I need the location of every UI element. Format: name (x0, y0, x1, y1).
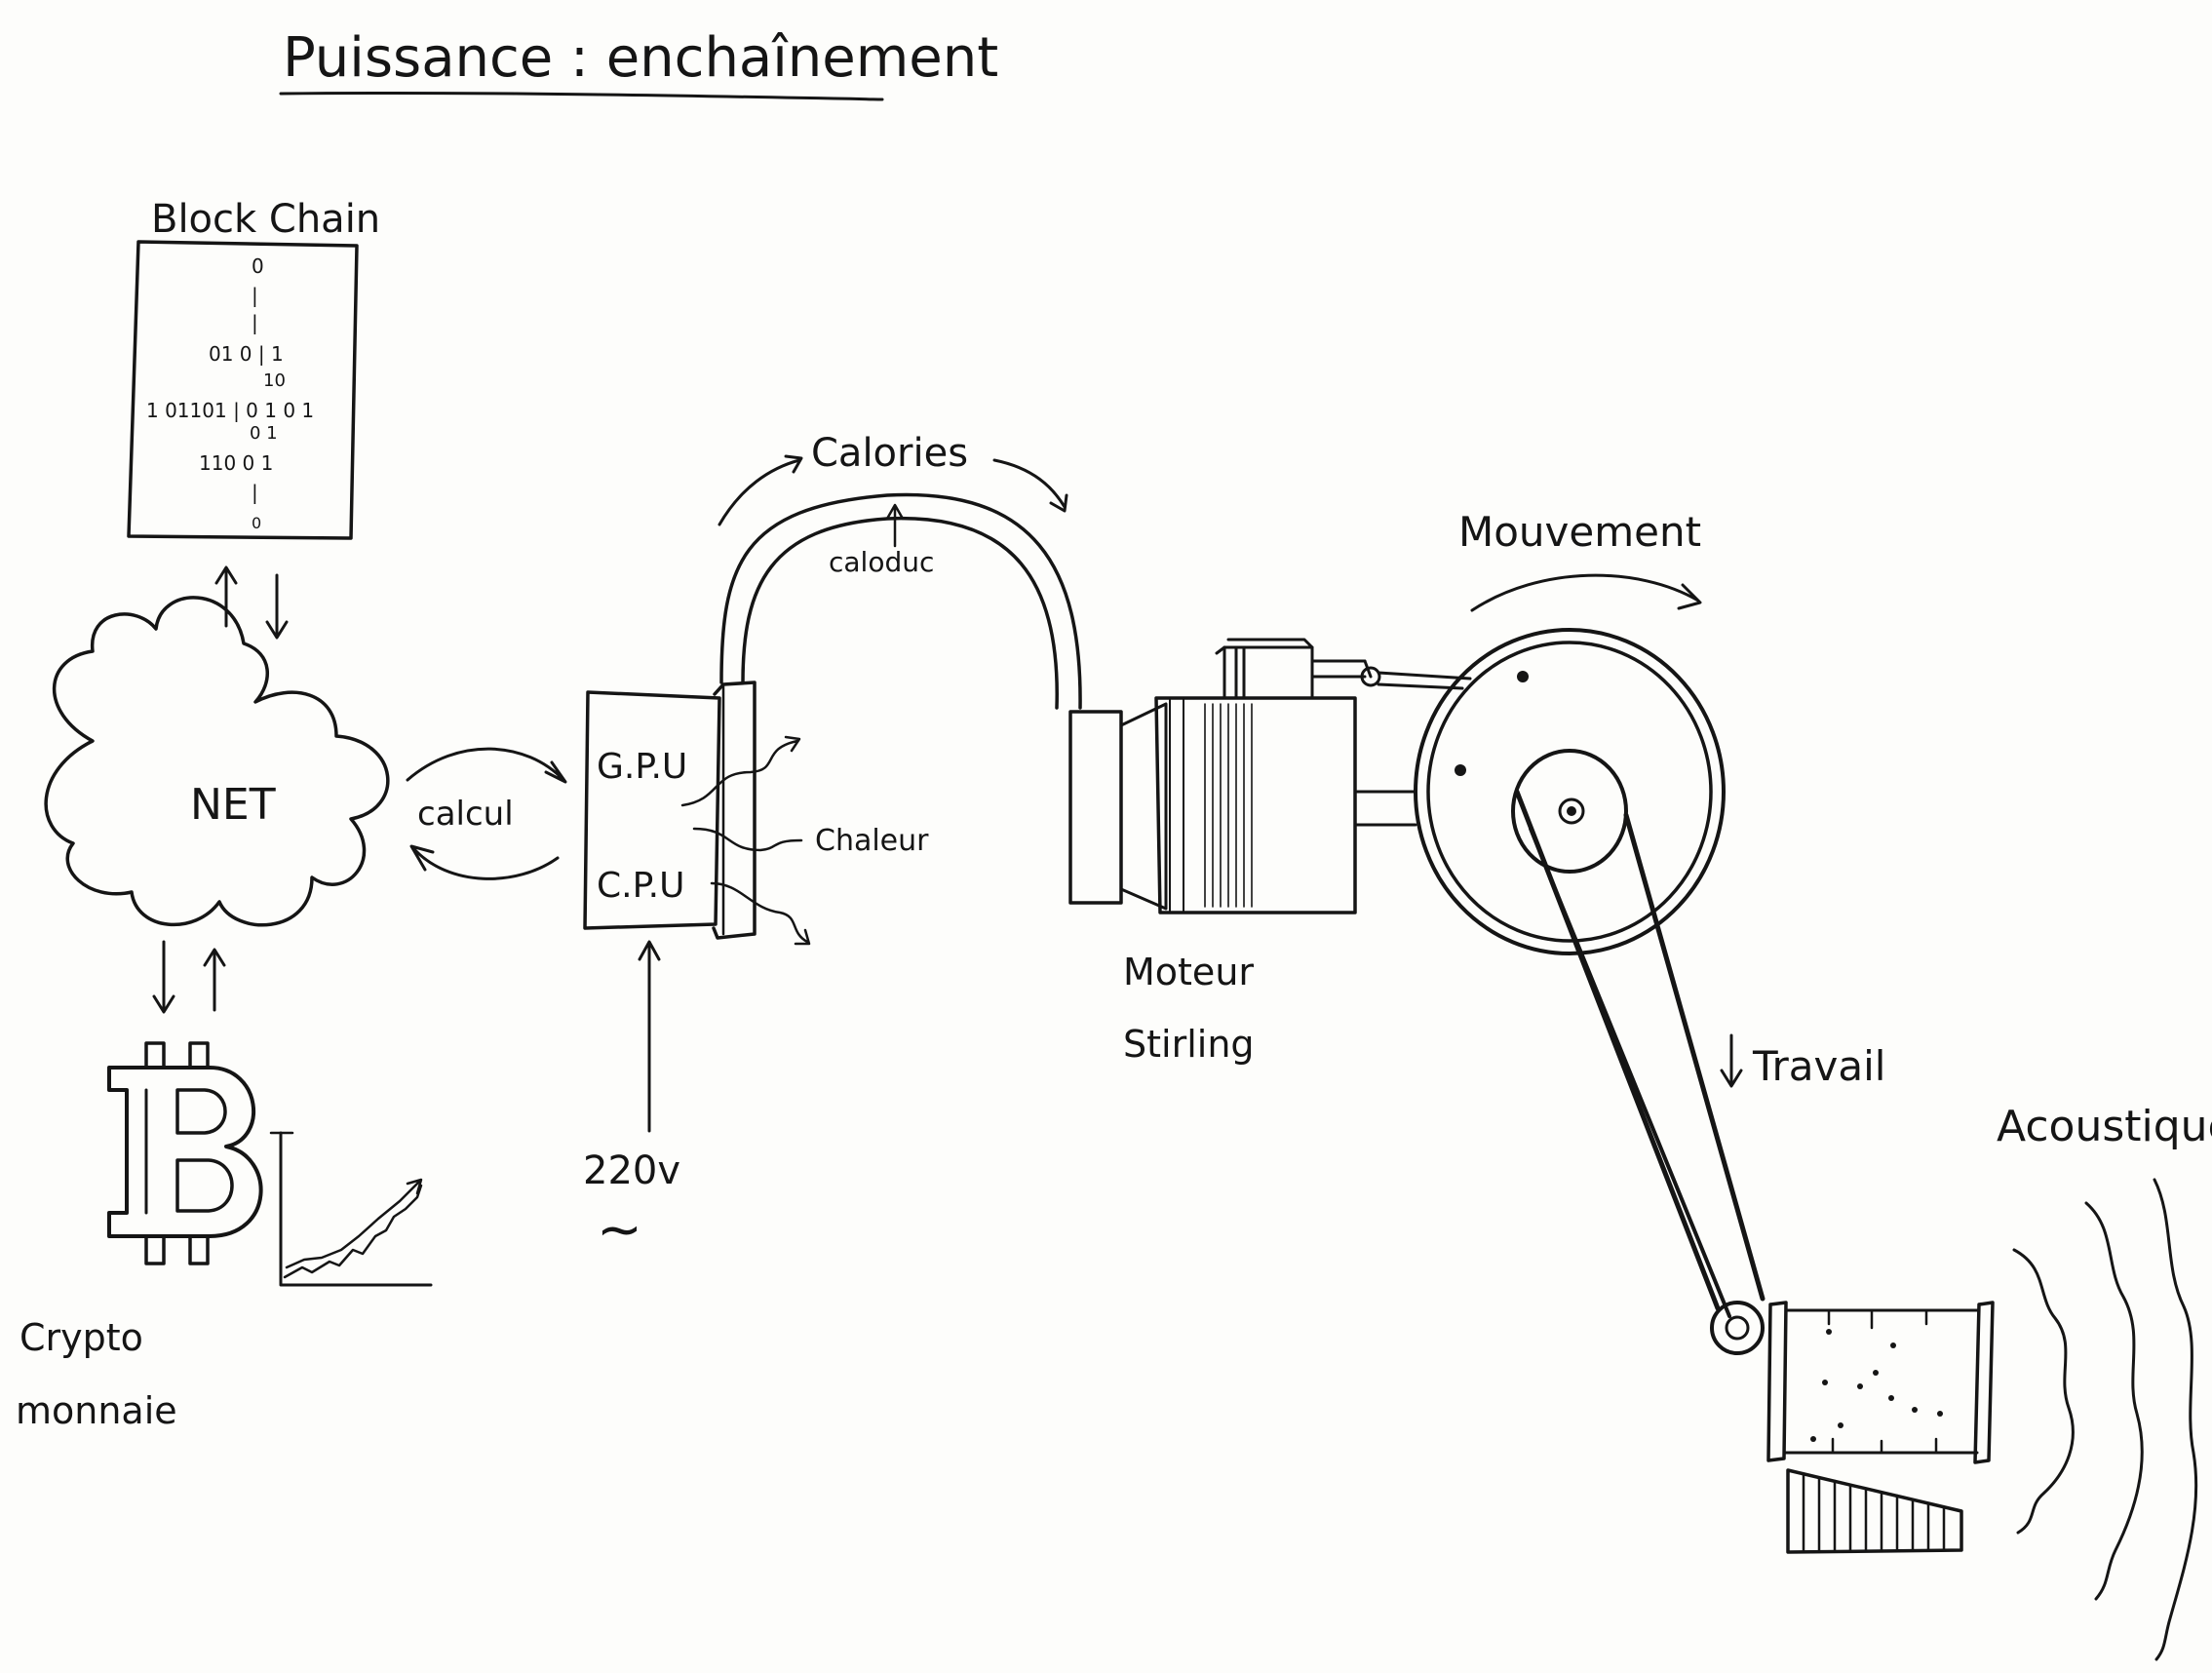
belt-drive-icon (1514, 789, 1766, 1355)
travail-arrow (1720, 1033, 1743, 1088)
calcul-arrows (406, 747, 567, 880)
moteur-label-line1: Moteur (1123, 951, 1254, 993)
travail-label: Travail (1752, 1042, 1885, 1090)
bit-row: 110 0 1 (199, 451, 273, 475)
calories-arrows (718, 454, 1068, 526)
calcul-label: calcul (417, 795, 514, 834)
voltage-label: 220v (583, 1148, 680, 1193)
caloduc-label: caloduc (829, 546, 934, 578)
bit-row: | (252, 284, 258, 307)
power-input-arrow (638, 940, 661, 1133)
diagram-title: Puissance : enchaînement (283, 26, 998, 90)
cloud-icon (44, 596, 390, 927)
heat-pipe-icon (719, 492, 1082, 710)
heat-lines (680, 735, 811, 946)
caloduc-arrow (885, 503, 905, 548)
ac-symbol: ~ (597, 1198, 642, 1262)
bit-row: 0 (252, 254, 264, 278)
bit-row: 01 0 | 1 (209, 342, 284, 366)
bit-row: 1 01101 | 0 1 0 1 (146, 399, 314, 422)
mouvement-label: Mouvement (1458, 508, 1701, 556)
crypto-label-line2: monnaie (16, 1389, 177, 1432)
net-label: NET (190, 780, 276, 830)
blockchain-label: Block Chain (151, 197, 380, 242)
music-box-icon (1766, 1301, 1995, 1554)
rising-chart-icon (269, 1131, 433, 1287)
bit-row: 0 (252, 514, 261, 532)
blockchain-page-icon: 0 | | 01 0 | 1 10 1 01101 | 0 1 0 1 0 1 … (127, 240, 359, 540)
flywheel-icon (1414, 628, 1726, 955)
mouvement-arrow (1470, 573, 1702, 612)
cpu-label: C.P.U (597, 866, 684, 906)
acoustique-label: Acoustique (1997, 1102, 2212, 1151)
title-underline (279, 91, 884, 101)
crypto-label-line1: Crypto (19, 1316, 143, 1359)
gpu-label: G.P.U (597, 747, 687, 787)
stirling-engine-icon (1068, 638, 1472, 914)
bitcoin-icon (107, 1041, 263, 1265)
bit-row: 10 (263, 370, 286, 391)
blockchain-net-arrows (214, 565, 289, 640)
sound-waves-icon (2012, 1178, 2198, 1661)
bit-row: | (252, 481, 258, 504)
bit-row: 0 1 (250, 423, 278, 444)
bit-row: | (252, 311, 258, 334)
chaleur-label: Chaleur (815, 824, 929, 858)
net-crypto-arrows (152, 940, 226, 1014)
moteur-label-line2: Stirling (1123, 1023, 1255, 1066)
gpu-cpu-board-icon (583, 681, 757, 940)
calories-label: Calories (811, 431, 968, 476)
